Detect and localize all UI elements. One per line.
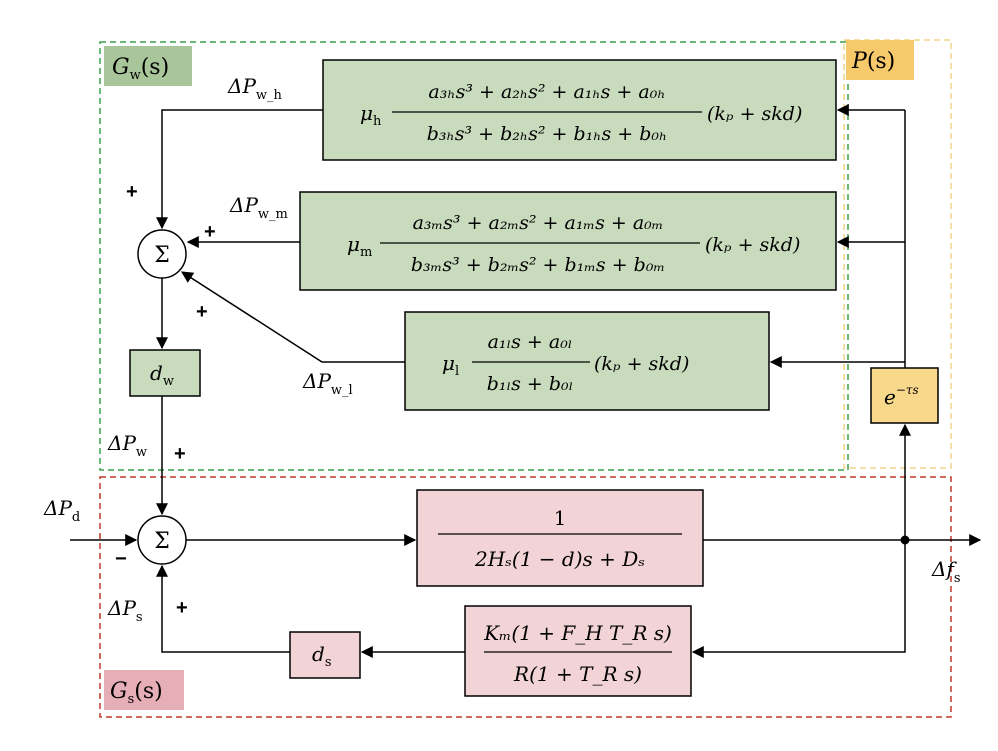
block-l-numerator: a₁ₗs + a₀ₗ [488,331,573,353]
branch-point [900,535,910,545]
gw-label: Gw(s) [112,55,169,83]
sign-minus-d: − [115,548,127,570]
sign-plus-h: + [126,181,138,203]
signal-dp-w: ΔPw [107,431,147,460]
signal-dp-s: ΔPs [107,596,143,625]
block-plant-numerator: 1 [554,506,567,530]
gw-label-bg [104,46,192,86]
block-gov-denominator: R(1 + T_R s) [513,662,642,686]
gw-region [99,41,849,471]
block-medium-frequency [299,191,837,291]
block-plant-denominator: 2Hₛ(1 − d)s + Dₛ [474,547,645,571]
block-m-tail: (kₚ + skd) [705,234,800,256]
block-low-frequency [404,311,770,411]
signal-dp-d: ΔPd [43,496,80,525]
wire-l-to-sum [180,271,405,363]
block-h-denominator: b₃ₕs³ + b₂ₕs² + b₁ₕs + b₀ₕ [427,123,667,145]
block-plant [416,489,704,587]
block-l-denominator: b₁ₗs + b₀ₗ [487,373,574,395]
gs-label: Gs(s) [110,679,163,707]
block-dw [129,349,201,397]
wire-h-to-sum [156,109,323,230]
block-h-tail: (kₚ + skd) [707,103,802,125]
sign-plus-l: + [196,301,208,323]
block-m-gain: μm [347,232,372,260]
block-h-numerator: a₃ₕs³ + a₂ₕs² + a₁ₕs + a₀ₕ [428,81,665,103]
sign-plus-s: + [176,597,188,619]
block-delay-label: e−τs [884,383,919,409]
block-ds-label: ds [312,642,331,670]
signal-dp-wm: ΔPw_m [229,193,288,222]
sum-symbol-lower: Σ [154,529,170,554]
wire-feedback-down [691,540,906,658]
sign-plus-m: + [204,221,216,243]
block-dw-label: dw [150,361,174,389]
signal-dp-wh: ΔPw_h [227,74,283,103]
block-l-gain: μl [442,351,459,379]
wire-ds-to-sum [156,564,290,653]
sum-symbol-upper: Σ [154,243,170,268]
block-gov-numerator: Kₘ(1 + F_H T_R s) [483,621,672,645]
sign-plus-w: + [174,443,186,465]
block-delay [870,367,939,424]
ps-label: P(s) [851,49,895,74]
ps-label-bg [846,40,914,80]
block-governor [464,605,692,697]
block-m-denominator: b₃ₘs³ + b₂ₘs² + b₁ₘs + b₀ₘ [411,254,665,276]
signal-dp-wl: ΔPw_l [302,369,353,398]
block-ds [289,631,361,679]
block-high-frequency [322,59,837,161]
gs-region [99,476,952,718]
block-h-gain: μh [360,101,382,129]
block-m-numerator: a₃ₘs³ + a₂ₘs² + a₁ₘs + a₀ₘ [413,212,664,234]
gs-label-bg [104,670,184,710]
connections [70,104,982,658]
block-l-tail: (kₚ + skd) [594,353,689,375]
signal-df-s: Δfs [931,557,961,586]
